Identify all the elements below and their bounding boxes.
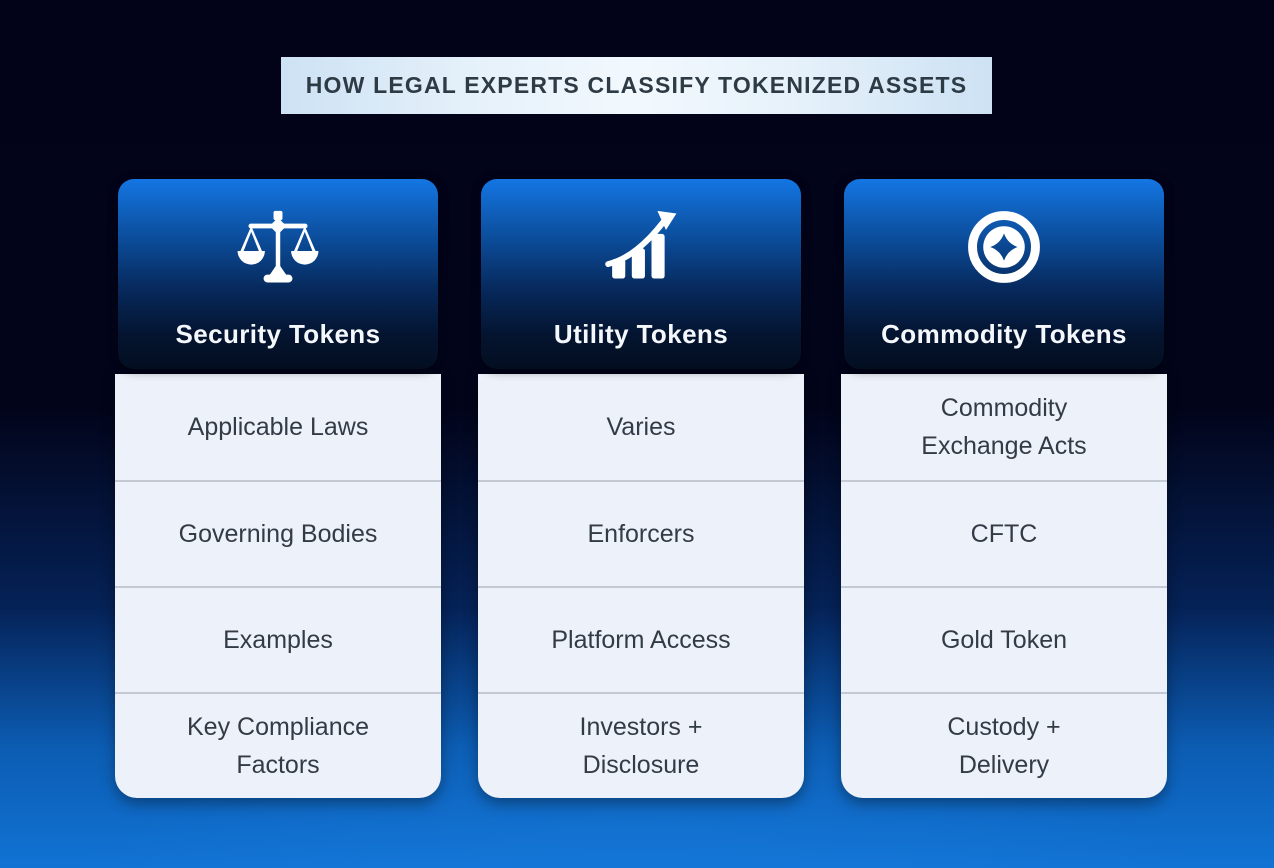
utility-tokens-table: Varies Enforcers Platform Access Investo… [478, 374, 804, 798]
page-title: HOW LEGAL EXPERTS CLASSIFY TOKENIZED ASS… [305, 72, 968, 98]
table-cell: Applicable Laws [187, 413, 369, 441]
growth-chart-icon [605, 210, 677, 279]
security-tokens-table: Applicable Laws Governing Bodies Example… [115, 374, 441, 798]
security-tokens-header: Security Tokens [118, 179, 438, 369]
table-cell: Commodity Exchange Acts [921, 394, 1087, 460]
table-cell: Examples [115, 586, 441, 692]
commodity-tokens-table: Commodity Exchange Acts CFTC Gold Token … [841, 374, 1167, 798]
column-title: Security Tokens [175, 319, 381, 349]
table-cell: Platform Access [478, 586, 804, 692]
column-title: Utility Tokens [553, 319, 729, 349]
icon-container [118, 203, 438, 291]
coin-icon [968, 211, 1040, 283]
scales-icon [237, 210, 319, 283]
icon-container [481, 203, 801, 291]
table-cell: Enforcers [478, 480, 804, 586]
column-utility-tokens: Utility Tokens Varies Enforcers Platform… [478, 179, 804, 798]
table-cell: CFTC [841, 480, 1167, 586]
commodity-tokens-header: Commodity Tokens [844, 179, 1164, 369]
token-columns: Security Tokens Applicable Laws Governin… [115, 179, 1167, 798]
table-cell: Key Compliance Factors [115, 692, 441, 798]
column-commodity-tokens: Commodity Tokens Commodity Exchange Acts… [841, 179, 1167, 798]
table-cell: Gold Token [841, 586, 1167, 692]
table-cell: Investors + Disclosure [478, 692, 804, 798]
column-title: Commodity Tokens [881, 319, 1127, 349]
utility-tokens-header: Utility Tokens [481, 179, 801, 369]
table-cell: Custody + Delivery [841, 692, 1167, 798]
title-banner: HOW LEGAL EXPERTS CLASSIFY TOKENIZED ASS… [281, 57, 992, 114]
column-security-tokens: Security Tokens Applicable Laws Governin… [115, 179, 441, 798]
table-cell: Varies [606, 413, 676, 441]
icon-container [844, 203, 1164, 291]
table-cell: Governing Bodies [115, 480, 441, 586]
